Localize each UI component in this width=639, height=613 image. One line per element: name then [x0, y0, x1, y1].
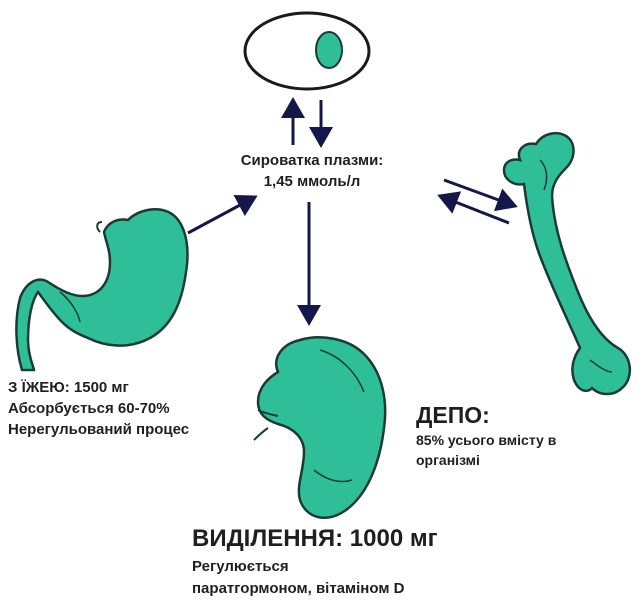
stomach-icon [16, 209, 187, 370]
intake-regulation: Нерегульований процес [8, 419, 189, 440]
depot-text-block: ДЕПО: 85% усього вмісту в організмі [416, 400, 606, 470]
excretion-description: Регулюється паратгормоном, вітаміном D [192, 556, 438, 600]
serum-label: Сироватка плазми: 1,45 ммоль/л [214, 150, 410, 192]
intake-text-block: З ЇЖЕЮ: 1500 мг Абсорбується 60-70% Нере… [8, 377, 189, 440]
cell-with-nucleus-icon [245, 13, 369, 89]
kidney-icon [254, 337, 385, 517]
excretion-description-line1: Регулюється [192, 556, 438, 578]
excretion-title: ВИДІЛЕННЯ: 1000 мг [192, 522, 438, 556]
femur-bone-icon [504, 133, 630, 394]
excretion-text-block: ВИДІЛЕННЯ: 1000 мг Регулюється паратгорм… [192, 522, 438, 600]
intake-amount: З ЇЖЕЮ: 1500 мг [8, 377, 189, 398]
serum-label-line2: 1,45 ммоль/л [214, 171, 410, 192]
depot-description: 85% усього вмісту в організмі [416, 430, 606, 470]
arrow-stomach-to-serum [188, 197, 255, 233]
intake-absorption: Абсорбується 60-70% [8, 398, 189, 419]
depot-title: ДЕПО: [416, 400, 606, 430]
serum-label-line1: Сироватка плазми: [214, 150, 410, 171]
excretion-description-line2: паратгормоном, вітаміном D [192, 578, 438, 600]
